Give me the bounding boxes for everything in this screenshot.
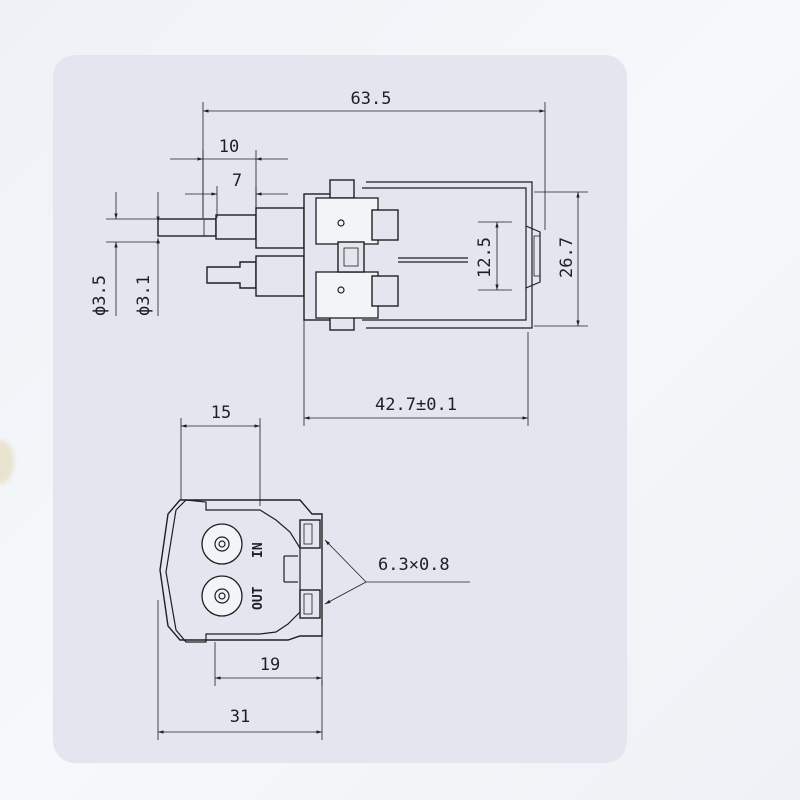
upper-nozzle-base [215, 214, 257, 240]
terminal-tab-upper [299, 519, 321, 549]
dimension-nozzle-length: 10 [170, 137, 288, 218]
dimension-overall-length: 63.5 [202, 89, 546, 230]
front-width-label: 15 [211, 403, 231, 423]
front-offset-label: 19 [260, 655, 280, 675]
side-view [157, 179, 541, 331]
body-length-label: 42.7±0.1 [375, 395, 457, 415]
in-port-label: IN [251, 542, 266, 558]
upper-nozzle [157, 218, 217, 237]
dimension-front-width: 15 [180, 403, 261, 506]
dimension-front-offset: 19 [214, 636, 323, 686]
background-blur [0, 440, 14, 484]
terminal-upper [315, 197, 379, 245]
inner-diameter-label: ϕ3.1 [134, 275, 154, 316]
front-view: IN OUT [159, 499, 323, 643]
dimension-front-total: 31 [157, 600, 323, 740]
terminal-size-label: 6.3×0.8 [378, 555, 450, 575]
terminal-lower [315, 271, 379, 319]
terminal-tab-lower [299, 589, 321, 619]
port-spacing-label: 12.5 [475, 237, 495, 278]
drawing-card [53, 55, 627, 763]
lower-nozzle [206, 261, 257, 289]
out-port [201, 575, 243, 617]
body-height-label: 26.7 [557, 237, 577, 278]
overall-length-label: 63.5 [351, 89, 392, 109]
nozzle-inner-label: 7 [232, 171, 242, 191]
in-port [201, 523, 243, 565]
dimension-port-spacing: 12.5 [475, 221, 512, 291]
nozzle-length-label: 10 [219, 137, 239, 157]
out-port-label: OUT [251, 586, 266, 610]
dimension-body-length: 42.7±0.1 [303, 300, 529, 426]
dimension-nozzle-inner: 7 [185, 171, 288, 218]
front-total-label: 31 [230, 707, 250, 727]
dimension-body-height: 26.7 [534, 191, 588, 327]
outer-diameter-label: ϕ3.5 [90, 275, 110, 316]
dimension-terminal-size: 6.3×0.8 [324, 539, 470, 605]
dimension-diameters: ϕ3.5 ϕ3.1 [90, 192, 160, 316]
